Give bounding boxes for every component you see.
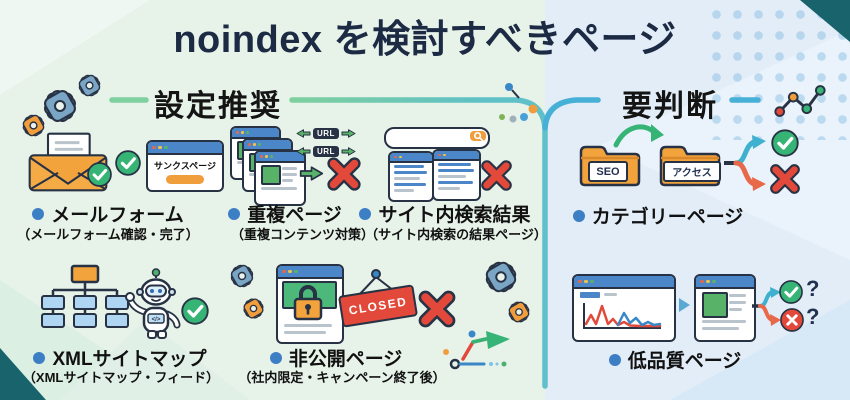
window-title-bar [148, 142, 222, 155]
bullet-dot [269, 351, 282, 364]
line-chart-icon [774, 85, 826, 117]
browser-window-stack [254, 150, 306, 206]
result-window [388, 151, 434, 202]
url-badge-text: URL [313, 128, 339, 139]
item-label-xmlsitemap: XMLサイトマップ [15, 344, 225, 371]
search-button [470, 130, 486, 142]
item-note-mailform: （メールフォーム確認・完了） [17, 227, 199, 242]
check-icon [180, 296, 210, 326]
bullet-dot [608, 353, 621, 366]
thanks-page-button [166, 175, 204, 184]
item-note-sitesearch: （サイト内検索の結果ページ） [365, 227, 547, 242]
folder-label-access: アクセス [663, 161, 721, 182]
robot-chest-text: </> [152, 317, 161, 323]
thanks-page-label: サンクスページ [154, 161, 216, 171]
branch-arrows-icon [724, 135, 766, 191]
search-icon [473, 131, 484, 142]
item-label-text: 非公開ページ [288, 349, 403, 370]
cross-circle-icon [779, 307, 805, 333]
item-label-mailform: メールフォーム [8, 200, 208, 227]
growth-arrow-icon [443, 330, 510, 370]
question-mark: ? [806, 276, 820, 301]
padlock-icon [293, 285, 323, 321]
branch-arrows-icon [752, 287, 781, 326]
window-title-bar [390, 153, 432, 163]
url-badge: URL [296, 126, 356, 141]
item-label-duplicate: 重複ページ [205, 200, 365, 227]
search-bar [384, 127, 490, 149]
check-icon [114, 149, 142, 177]
sitemap-tree-icon [41, 264, 129, 328]
check-icon [778, 279, 804, 305]
result-window [432, 149, 481, 201]
envelope-icon [28, 132, 108, 192]
image-placeholder [261, 165, 281, 185]
check-icon [770, 128, 800, 158]
item-label-private: 非公開ページ [246, 344, 426, 371]
lock-browser-window [276, 264, 344, 344]
item-label-text: カテゴリーページ [591, 207, 744, 228]
thanks-page-window: サンクスページ [146, 140, 224, 192]
section-header-recommended: 設定推奨 [154, 90, 282, 123]
gear-icon [482, 258, 520, 296]
check-icon [86, 161, 113, 188]
declining-chart [583, 303, 662, 329]
page-title: noindex を検討すべきページ [173, 19, 677, 61]
item-label-lowquality: 低品質ページ [580, 346, 770, 373]
cross-icon [479, 158, 514, 193]
page-window [694, 274, 756, 342]
cross-icon [416, 288, 458, 330]
robot-icon: </> [125, 268, 181, 339]
image-placeholder [702, 292, 728, 318]
cross-icon [325, 155, 363, 193]
window-title-bar [574, 276, 674, 289]
item-note-xmlsitemap: （XMLサイトマップ・フィード） [22, 370, 220, 385]
left-arrow-icon [296, 128, 311, 139]
question-mark: ? [806, 304, 820, 329]
window-title-bar [434, 151, 479, 161]
bullet-dot [572, 209, 585, 222]
folder-label-seo: SEO [588, 161, 628, 182]
item-label-sitesearch: サイト内検索結果 [355, 200, 535, 227]
window-title-bar [278, 266, 342, 279]
item-label-category: カテゴリーページ [563, 202, 753, 229]
gear-icon [241, 296, 266, 321]
item-label-text: メールフォーム [51, 205, 184, 226]
item-label-text: 重複ページ [247, 205, 342, 226]
bullet-dot [228, 207, 241, 220]
bullet-dot [33, 351, 46, 364]
item-label-text: 低品質ページ [627, 351, 742, 372]
arrow-right-icon [299, 165, 324, 182]
left-arrow-icon [296, 146, 311, 157]
dot-grid-pattern [706, 4, 848, 140]
window-title-bar [256, 152, 304, 163]
item-note-private: （社内限定・キャンペーン終了後） [238, 370, 446, 385]
cross-icon [768, 162, 802, 196]
triangle-arrow-icon [679, 298, 690, 312]
analytics-window [572, 274, 676, 342]
url-badge-text: URL [313, 146, 339, 157]
right-arrow-icon [341, 128, 356, 139]
gear-icon [228, 262, 256, 290]
window-title-bar [696, 276, 754, 289]
item-label-text: XMLサイトマップ [52, 349, 207, 370]
curved-arrow-icon [613, 124, 664, 148]
bullet-dot [359, 207, 372, 220]
url-badge: URL [296, 144, 356, 159]
item-label-text: サイト内検索結果 [378, 205, 531, 226]
chart-legend-block [580, 292, 600, 298]
gear-icon [76, 72, 103, 99]
section-header-judgment: 要判断 [622, 90, 718, 123]
item-note-duplicate: （重複コンテンツ対策） [230, 227, 374, 242]
bullet-dot [32, 207, 45, 220]
gear-icon [506, 299, 532, 325]
